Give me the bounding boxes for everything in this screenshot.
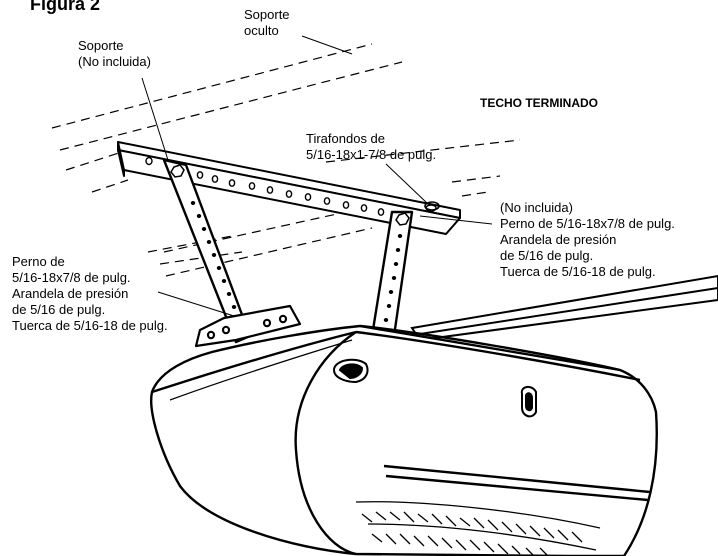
hidden-support-label-line1: Soporte [244, 7, 290, 22]
left-hardware-label-line4: de 5/16 de pulg. [12, 302, 106, 317]
left-hardware-label-line2: 5/16-18x7/8 de pulg. [12, 270, 131, 285]
light-lens-grille [355, 501, 601, 556]
rail [410, 274, 718, 342]
left-hardware-label-line3: Arandela de presión [12, 286, 129, 301]
lag-screw-head [424, 201, 440, 211]
right-hex-bolt [395, 212, 410, 226]
support-label-line2: (No incluida) [78, 54, 151, 69]
left-hardware-label-line1: Perno de [12, 254, 65, 269]
right-hardware-label-line3: Arandela de presión [500, 232, 617, 247]
finished-ceiling-label: TECHO TERMINADO [480, 96, 598, 110]
lag-screws-label-line1: Tirafondos de [306, 131, 386, 146]
right-hardware-label-line2: Perno de 5/16-18x7/8 de pulg. [500, 216, 675, 231]
right-strap-holes [383, 234, 403, 322]
figure-title: Figura 2 [30, 0, 101, 14]
left-hex-bolt [170, 164, 185, 178]
right-hardware-label-line1: (No incluida) [500, 200, 573, 215]
left-hardware-label-line5: Tuerca de 5/16-18 de pulg. [12, 318, 168, 333]
opener-unit [150, 324, 658, 556]
right-hardware-label-line4: de 5/16 de pulg. [500, 248, 594, 263]
bracket-holes [145, 156, 437, 216]
handles [332, 358, 537, 418]
left-strap-foot [194, 304, 302, 348]
ceiling-lines [51, 43, 521, 277]
hidden-support-leader [301, 35, 353, 55]
support-label-line1: Soporte [78, 38, 124, 53]
front-panel-edge [169, 339, 353, 401]
hidden-support-label-line2: oculto [244, 23, 279, 38]
leader-lines [141, 77, 493, 317]
right-strap [370, 210, 414, 338]
right-hardware-label-line5: Tuerca de 5/16-18 de pulg. [500, 264, 656, 279]
lag-screws-label-line2: 5/16-18x1-7/8 de pulg. [306, 147, 437, 162]
